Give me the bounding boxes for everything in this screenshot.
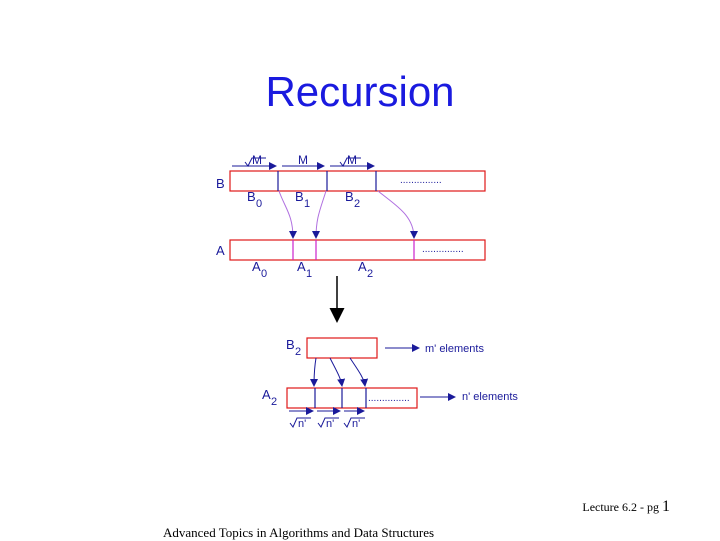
a-dots: ............... bbox=[422, 244, 464, 255]
b2-expanded-sub: 2 bbox=[295, 346, 301, 358]
connector-b2x-a2-0 bbox=[310, 357, 319, 387]
sqrt-n-label-2: n' bbox=[343, 417, 365, 430]
a1-sub: 1 bbox=[306, 268, 312, 280]
connector-b2-a bbox=[377, 190, 418, 239]
n-elements-label: n' elements bbox=[462, 391, 518, 403]
m-label-2: M bbox=[347, 153, 357, 167]
a0-sub: 0 bbox=[261, 268, 267, 280]
m-elements-label: m' elements bbox=[425, 343, 484, 355]
m-label-1: M bbox=[298, 153, 308, 167]
b0-letter: B bbox=[247, 189, 256, 204]
m-label-1-group: M bbox=[298, 153, 308, 167]
array-b-box bbox=[229, 170, 486, 192]
a2-letter: A bbox=[358, 259, 367, 274]
a1-letter: A bbox=[297, 259, 306, 274]
connector-b2x-a2-2 bbox=[349, 357, 369, 387]
n-label-1: n' bbox=[326, 418, 334, 430]
sqrt-m-label-0: M bbox=[244, 153, 266, 167]
b2-sub: 2 bbox=[354, 198, 360, 210]
b2-expanded-box bbox=[306, 337, 378, 359]
b2-letter: B bbox=[345, 189, 354, 204]
sqrt-n-label-0: n' bbox=[289, 417, 311, 430]
sqrt-n-label-1: n' bbox=[317, 417, 339, 430]
a0-letter: A bbox=[252, 259, 261, 274]
footer-course: Advanced Topics in Algorithms and Data S… bbox=[163, 525, 435, 540]
footer-lecture-text: Lecture 6.2 - pg bbox=[582, 500, 659, 514]
array-a-box bbox=[229, 239, 486, 261]
b0-sub: 0 bbox=[256, 198, 262, 210]
connector-b2x-a2-1 bbox=[329, 357, 346, 387]
a2-dots: ............... bbox=[368, 393, 410, 404]
slide-title: Recursion bbox=[265, 68, 455, 115]
b1-sub: 1 bbox=[304, 198, 310, 210]
b-dots: ............... bbox=[400, 175, 442, 186]
n-label-2: n' bbox=[352, 418, 360, 430]
b1-letter: B bbox=[295, 189, 304, 204]
m-label-0: M bbox=[252, 153, 262, 167]
sqrt-m-label-2: M bbox=[339, 153, 361, 167]
footer-page-number: 1 bbox=[662, 498, 670, 515]
a2-expanded-box bbox=[286, 387, 418, 409]
row-b-label: B bbox=[216, 176, 225, 191]
a2-expanded-sub: 2 bbox=[271, 396, 277, 408]
row-a-label: A bbox=[216, 243, 225, 258]
footer-lecture: Lecture 6.2 - pg 1 bbox=[582, 498, 670, 516]
a2-expanded-letter: A bbox=[262, 387, 271, 402]
a2-sub: 2 bbox=[367, 268, 373, 280]
connector-b0-a bbox=[278, 190, 297, 239]
b2-expanded-letter: B bbox=[286, 337, 295, 352]
connector-b1-a bbox=[312, 190, 327, 239]
n-label-0: n' bbox=[298, 418, 306, 430]
